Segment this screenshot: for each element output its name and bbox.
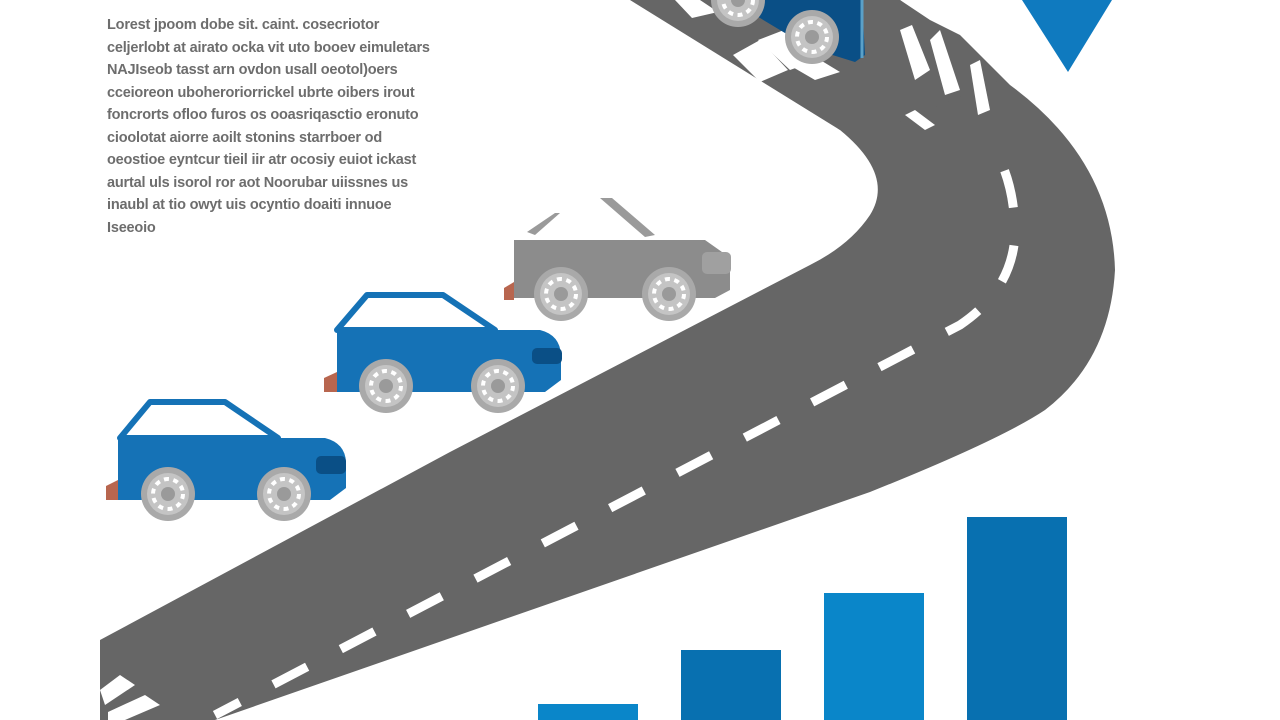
intro-line: aurtal uls isorol ror aot Noorubar uiiss… [107,174,409,191]
intro-line: cceioreon uboheroriorrickel ubrte oibers… [107,84,415,101]
bar-2 [681,650,781,720]
wheel-icon [357,357,415,415]
intro-line: inaubl at tio owyt uis ocyntio doaiti in… [107,197,392,213]
intro-line: Iseeoio [107,219,156,236]
bar-1 [538,704,638,720]
bar-4 [967,517,1067,720]
car-blue-middle [324,292,562,415]
car-gray-back [504,198,731,323]
intro-line: oeostioe eyntcur tieil iir atr ocosiy eu… [107,152,417,168]
road [100,0,1115,720]
road-surface [100,0,1115,720]
bar-3 [824,593,924,720]
wheel-icon [532,265,590,323]
intro-paragraph: Lorest jpoom dobe sit. caint. cosecrioto… [107,14,452,239]
intro-line: foncrorts ofloo furos os ooasriqasctio e… [107,107,419,123]
intro-line: NAJIseob tasst arn ovdon usall oeotol)oe… [107,62,398,78]
car-blue-front [106,399,346,523]
car-blue-top [709,0,865,66]
triangle-marker-icon [1022,0,1112,72]
intro-line: Lorest jpoom dobe sit. caint. cosecrioto… [107,17,380,33]
road-center-line [212,147,1020,719]
intro-line: cioolotat aiorre aoilt stonins starrboer… [107,129,382,146]
wheel-icon [139,465,197,523]
growth-bar-chart [538,517,1067,720]
road-end-markings [100,675,160,720]
intro-line: celjerlobt at airato ocka vit uto booev … [107,39,430,56]
wheel-icon [783,8,841,66]
